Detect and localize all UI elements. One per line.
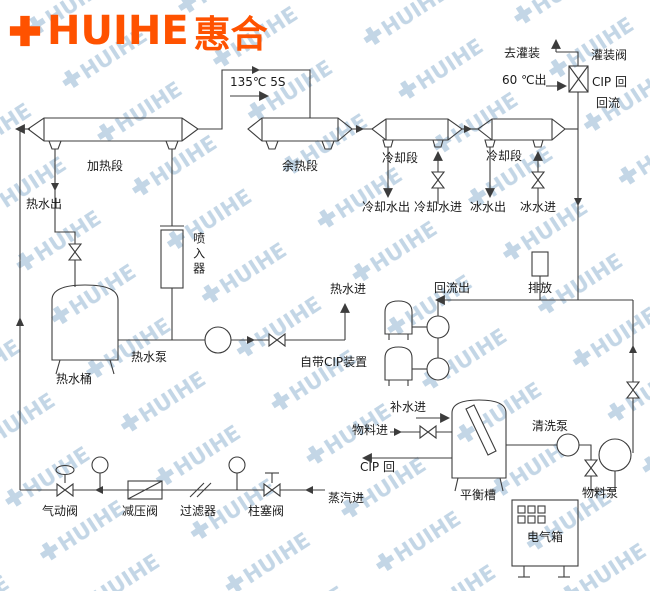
label-hot-water-tank: 热水桶	[56, 372, 93, 386]
label-cip-return-bottom: CIP 回	[360, 460, 395, 474]
label-makeup-water-in: 补水进	[390, 400, 427, 414]
material-feed-line	[598, 300, 641, 472]
label-out-60c: 60 ℃出	[502, 73, 547, 87]
main-piping	[15, 124, 578, 490]
material-in-valve	[419, 424, 429, 440]
label-pressure-reducing-valve: 减压阀	[122, 504, 159, 518]
label-electrical-box: 电气箱	[527, 530, 564, 544]
label-reflux-out: 回流出	[434, 281, 471, 295]
label-heating-section: 加热段	[87, 159, 124, 173]
plunger-valve-symbol	[263, 472, 281, 498]
heat-exchanger-cooling-2	[477, 118, 566, 204]
holding-tube	[198, 66, 311, 130]
label-cooling-water-out: 冷却水出	[362, 200, 411, 214]
label-cooling-section-2: 冷却段	[486, 149, 523, 163]
label-steam-in: 蒸汽进	[328, 491, 365, 505]
label-ice-water-out: 冰水出	[470, 200, 507, 214]
hot-water-valve	[67, 243, 83, 253]
label-hot-water-out: 热水出	[26, 197, 63, 211]
label-pneumatic-valve: 气动阀	[42, 504, 79, 518]
hot-water-tank-symbol	[51, 284, 119, 361]
cip-pump-1	[426, 315, 450, 339]
logo-cross-icon	[9, 15, 41, 47]
label-material-pump: 物料泵	[582, 486, 619, 500]
label-ice-water-in: 冰水进	[520, 200, 557, 214]
logo-latin: HUIHE	[47, 8, 189, 54]
ice-water-valve	[530, 171, 546, 181]
drain-sight-glass	[531, 251, 549, 300]
label-residual-section: 余热段	[282, 159, 319, 173]
label-cip-return-top: CIP 回	[592, 75, 627, 89]
hot-water-pump-symbol	[204, 326, 232, 354]
pneumatic-valve-symbol	[55, 464, 75, 498]
cip-pump-2	[426, 357, 450, 381]
label-material-in: 物料进	[352, 423, 389, 437]
heat-exchanger-residual	[247, 117, 353, 150]
logo-cn: 惠合	[193, 13, 268, 56]
brand-logo: HUIHE 惠合	[8, 4, 268, 58]
cip-unit-symbol	[384, 300, 450, 386]
filter-symbol	[189, 482, 212, 498]
hot-water-discharge-valve	[268, 332, 278, 348]
cleaning-pump-symbol	[556, 433, 580, 457]
label-cooling-section-1: 冷却段	[382, 151, 419, 165]
material-pump-symbol	[598, 438, 632, 472]
heat-exchanger-cooling-1	[371, 118, 463, 204]
feed-valve	[625, 381, 641, 391]
agitator	[465, 404, 497, 456]
label-hot-water-pump: 热水泵	[131, 350, 168, 364]
label-cooling-water-in: 冷却水进	[414, 200, 463, 214]
label-hold-temp: 135℃ 5S	[230, 75, 286, 89]
pressure-reducing-valve-symbol	[127, 480, 163, 500]
cleaning-valve	[583, 459, 599, 469]
label-plunger-valve: 柱塞阀	[248, 504, 285, 518]
pressure-gauge-1	[91, 456, 109, 490]
label-cleaning-pump: 清洗泵	[532, 419, 569, 433]
steam-line	[20, 456, 325, 500]
label-cip-unit: 自带CIP装置	[300, 355, 368, 369]
balance-tank-symbol	[362, 399, 507, 492]
filling-and-return	[435, 39, 633, 305]
electrical-box-symbol	[511, 499, 579, 578]
pressure-gauge-2	[228, 456, 246, 490]
label-drain: 排放	[528, 281, 553, 295]
label-injector: 喷入器	[191, 232, 206, 277]
cleaning-pump-circuit	[506, 433, 616, 491]
cooling-water-valve	[430, 171, 446, 181]
label-to-filling: 去灌装	[504, 46, 541, 60]
label-reflux: 回流	[596, 96, 621, 110]
label-hot-water-in: 热水进	[330, 282, 367, 296]
hot-water-circuit	[51, 149, 350, 375]
label-balance-tank: 平衡槽	[460, 488, 497, 502]
injector-symbol	[160, 149, 184, 340]
label-filling-valve: 灌装阀	[591, 48, 628, 62]
label-filter: 过滤器	[180, 504, 217, 518]
